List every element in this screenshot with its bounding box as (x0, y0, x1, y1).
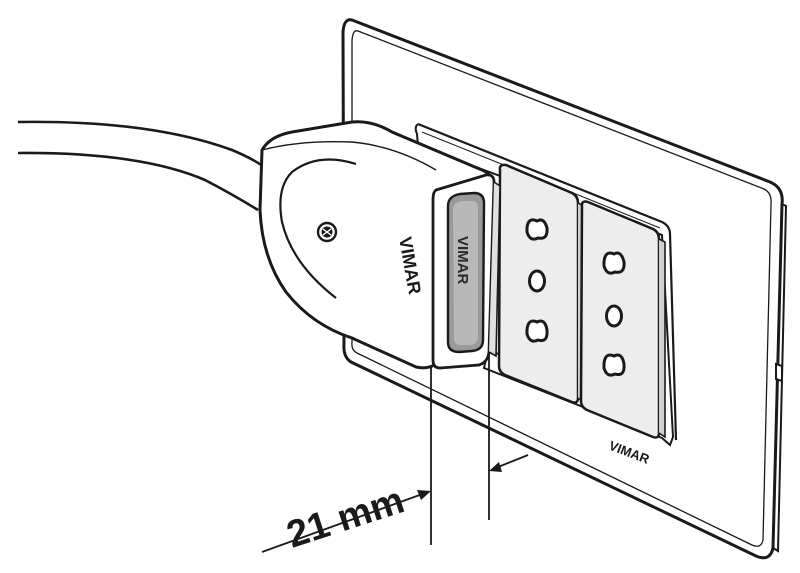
dimension-annotation: 21 mm (261, 355, 529, 557)
module-frame-top (417, 122, 678, 441)
plug-top-ridge (261, 140, 437, 171)
dimension-arrow-right (489, 462, 502, 472)
wall-plate-inner-edge (351, 30, 772, 547)
plug (258, 120, 501, 370)
wall-plate-clip (775, 362, 783, 383)
socket-left-mid-hole (528, 269, 546, 293)
dimension-value: 21 mm (282, 479, 409, 556)
socket-right (579, 200, 666, 439)
module-frame-outline (414, 123, 675, 447)
cable-upper-edge (17, 120, 269, 172)
socket-right-bottom-hole (602, 353, 626, 377)
plug-screw (316, 221, 338, 243)
socket-right-edge (658, 238, 666, 439)
cable-lower-edge (17, 151, 259, 212)
socket-right-mid-hole (605, 304, 623, 328)
socket-left (497, 163, 585, 404)
plug-face-insert-highlight (453, 201, 478, 345)
plug-face-edge (488, 181, 501, 358)
socket-left-top-hole (525, 218, 549, 241)
plug-brand-face: VIMAR (454, 236, 471, 285)
socket-left-bottom-hole (525, 319, 549, 343)
dimension-leader-left (261, 491, 429, 553)
dimension-arrow-left (417, 490, 431, 500)
plug-shell-curve (279, 158, 357, 299)
socket-right-top-hole (602, 251, 626, 275)
power-cable (17, 120, 269, 212)
